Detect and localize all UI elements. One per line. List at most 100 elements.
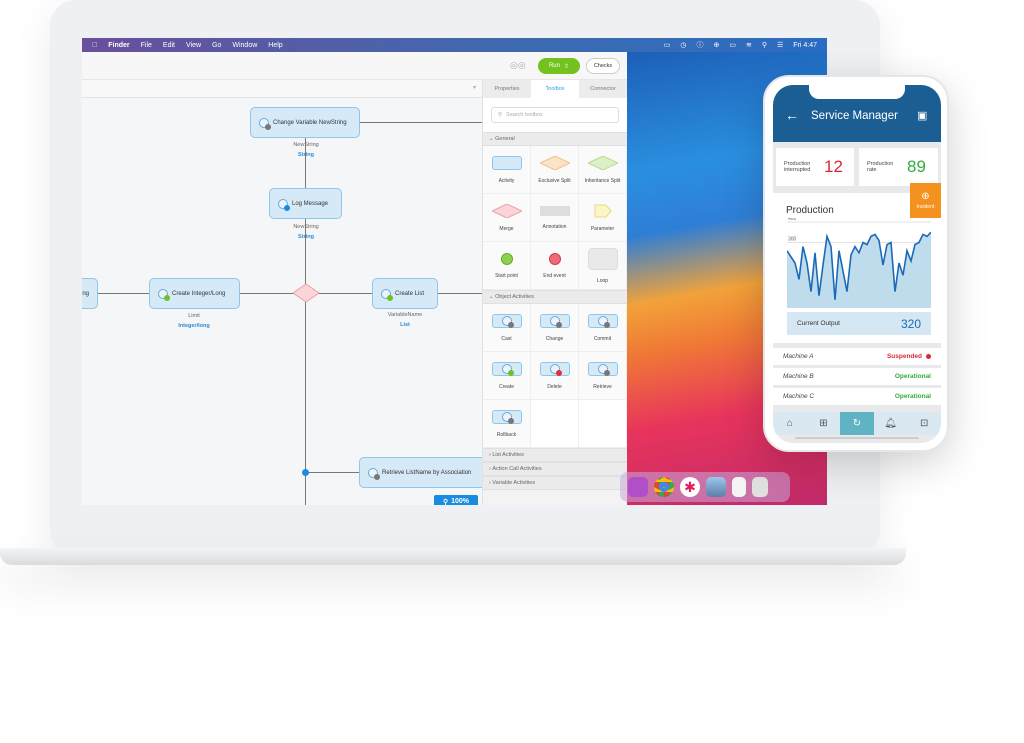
time-machine-icon[interactable]: ◷ bbox=[680, 42, 687, 49]
tool-rollback[interactable]: Rollback bbox=[483, 400, 531, 448]
section-list-activities[interactable]: › List Activities bbox=[483, 448, 627, 462]
tool-parameter[interactable]: Parameter bbox=[579, 194, 627, 242]
section-general[interactable]: ⌄ General bbox=[483, 132, 627, 146]
nav-home-icon[interactable]: ⌂ bbox=[786, 418, 793, 429]
menu-finder[interactable]: Finder bbox=[103, 41, 129, 49]
retrieve-icon bbox=[587, 361, 618, 376]
toolbox-search-input[interactable]: ⚲Search toolbox bbox=[491, 107, 619, 123]
tab-properties[interactable]: Properties bbox=[483, 80, 531, 98]
tab-connector[interactable]: Connector bbox=[579, 80, 627, 98]
document-icon[interactable] bbox=[732, 477, 746, 497]
tool-label: Retrieve bbox=[593, 383, 612, 390]
section-label: List Activities bbox=[492, 452, 524, 458]
tool-label: Cast bbox=[501, 335, 512, 342]
nav-hierarchy-icon[interactable]: ⊞ bbox=[819, 418, 828, 429]
variable-type[interactable]: List bbox=[400, 322, 410, 328]
machine-name: Machine B bbox=[783, 373, 814, 380]
zoom-indicator[interactable]: ⚲100% bbox=[434, 495, 478, 505]
chevron-down-icon[interactable]: ▾ bbox=[472, 85, 476, 91]
checks-button[interactable]: Checks bbox=[586, 58, 620, 74]
incident-button[interactable]: ⊕Incident bbox=[910, 183, 941, 218]
node-create-integer[interactable]: Create Integer/Long bbox=[149, 278, 240, 309]
slack-icon[interactable]: ✱ bbox=[680, 477, 700, 497]
app-window: ◎◎ Run⇧ Checks ▾ ng Change Variable NewS… bbox=[82, 52, 627, 505]
tab-toolbox[interactable]: Toolbox bbox=[531, 80, 579, 98]
tool-inheritance-split[interactable]: Inheritance Split bbox=[579, 146, 627, 194]
variable-name: NewString bbox=[293, 142, 319, 148]
merge-diamond[interactable] bbox=[292, 283, 320, 303]
empty-cell bbox=[531, 400, 579, 448]
tool-activity[interactable]: Activity bbox=[483, 146, 531, 194]
users-icon[interactable]: ◎◎ bbox=[510, 60, 526, 70]
trash-icon[interactable] bbox=[752, 477, 768, 497]
menu-help[interactable]: Help bbox=[263, 41, 282, 49]
wifi-icon[interactable]: ≋ bbox=[745, 42, 752, 49]
tool-change[interactable]: Change bbox=[531, 304, 579, 352]
tool-label: Inheritance Split bbox=[584, 177, 621, 184]
zoom-level: 100% bbox=[451, 498, 470, 505]
tool-label: Annotation bbox=[542, 223, 567, 230]
tool-start-point[interactable]: Start point bbox=[483, 242, 531, 290]
chrome-icon[interactable] bbox=[654, 477, 674, 497]
calendar-icon[interactable]: ▣ bbox=[917, 110, 928, 122]
variable-type[interactable]: String bbox=[298, 152, 314, 158]
node-retrieve[interactable]: Retrieve ListName by Association bbox=[359, 457, 489, 488]
tool-end-event[interactable]: End event bbox=[531, 242, 579, 290]
section-action-call-activities[interactable]: › Action Call Activities bbox=[483, 462, 627, 476]
feedback-app-icon[interactable] bbox=[628, 477, 648, 497]
download-icon[interactable]: ⊕ bbox=[713, 42, 720, 49]
section-variable-activities[interactable]: › Variable Activities bbox=[483, 476, 627, 490]
clock[interactable]: Fri 4:47 bbox=[793, 41, 817, 49]
tool-delete[interactable]: Delete bbox=[531, 352, 579, 400]
retrieve-icon bbox=[368, 467, 380, 480]
back-arrow-icon[interactable]: ← bbox=[785, 107, 799, 123]
tool-loop[interactable]: Loop bbox=[579, 242, 627, 290]
node-log-message[interactable]: Log Message bbox=[269, 188, 342, 219]
menu-edit[interactable]: Edit bbox=[157, 41, 175, 49]
tool-create[interactable]: Create bbox=[483, 352, 531, 400]
search-icon[interactable]: ⚲ bbox=[761, 42, 767, 49]
variable-type[interactable]: String bbox=[298, 234, 314, 240]
variable-type[interactable]: Integer/long bbox=[178, 323, 210, 329]
apple-menu-icon[interactable]:  bbox=[92, 42, 97, 49]
battery-icon[interactable]: ▭ bbox=[729, 42, 736, 49]
annotation-shape-icon bbox=[539, 205, 570, 216]
nav-refresh-icon[interactable]: ↻ bbox=[840, 412, 874, 435]
menu-view[interactable]: View bbox=[180, 41, 201, 49]
tool-merge[interactable]: Merge bbox=[483, 194, 531, 242]
phone-header: ← Service Manager ▣ bbox=[773, 85, 941, 142]
run-button[interactable]: Run⇧ bbox=[538, 58, 580, 74]
nav-more-icon[interactable]: ⊡ bbox=[919, 418, 929, 429]
nav-bell-icon[interactable]: 🔔︎ bbox=[884, 418, 897, 429]
flow-canvas[interactable]: ▾ ng Change Variable NewString NewString… bbox=[82, 80, 489, 505]
tool-exclusive-split[interactable]: Exclusive Split bbox=[531, 146, 579, 194]
tool-label: Rollback bbox=[496, 431, 517, 438]
tool-cast[interactable]: Cast bbox=[483, 304, 531, 352]
machine-status: Operational bbox=[894, 393, 931, 400]
kpi-rate: Production rate 89 bbox=[859, 148, 938, 186]
cast-icon bbox=[491, 313, 522, 328]
tool-commit[interactable]: Commit bbox=[579, 304, 627, 352]
node-partial[interactable]: ng bbox=[82, 278, 98, 309]
zoom-icon: ⚲ bbox=[442, 498, 449, 506]
menu-window[interactable]: Window bbox=[227, 41, 257, 49]
tool-retrieve[interactable]: Retrieve bbox=[579, 352, 627, 400]
node-create-list[interactable]: Create List bbox=[372, 278, 438, 309]
node-change-variable[interactable]: Change Variable NewString bbox=[250, 107, 360, 138]
menu-file[interactable]: File bbox=[135, 41, 152, 49]
section-object-activities[interactable]: ⌄ Object Activities bbox=[483, 290, 627, 304]
display-icon[interactable]: ▭ bbox=[663, 42, 671, 49]
bottom-nav: ⌂ ⊞ ↻ 🔔︎ ⊡ bbox=[773, 412, 941, 435]
preview-icon[interactable] bbox=[706, 477, 726, 497]
connector-handle[interactable] bbox=[302, 469, 309, 476]
menu-go[interactable]: Go bbox=[206, 41, 221, 49]
info-icon[interactable]: ⓘ bbox=[696, 42, 704, 49]
control-center-icon[interactable]: ☰ bbox=[776, 42, 784, 49]
node-label: Create List bbox=[395, 290, 425, 297]
plus-circle-icon: ⊕ bbox=[921, 191, 930, 202]
tool-annotation[interactable]: Annotation bbox=[531, 194, 579, 242]
